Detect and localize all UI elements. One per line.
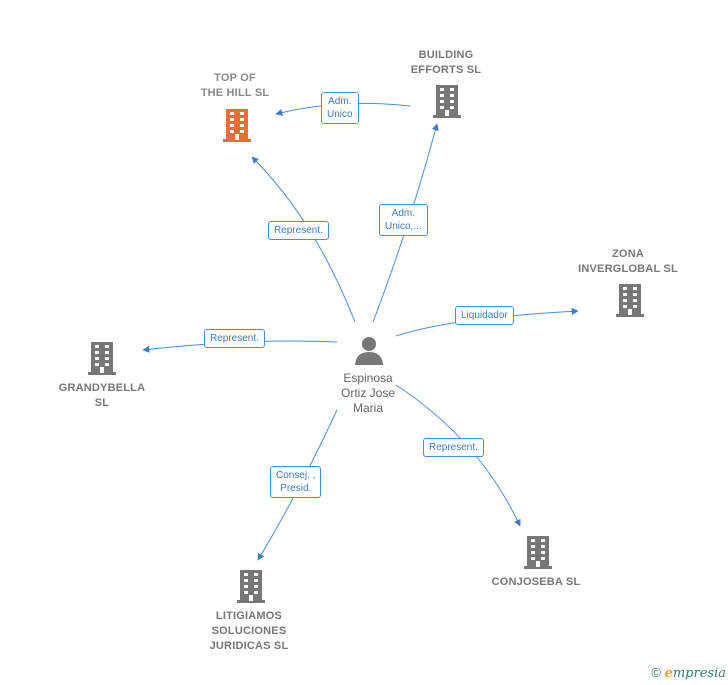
- company-label-litigiamos[interactable]: LITIGIAMOS SOLUCIONES JURIDICAS SL: [209, 610, 289, 652]
- brand-initial: e: [664, 666, 673, 681]
- edge-label-center-conjoseba: Represent.: [423, 438, 484, 457]
- building-icon[interactable]: [432, 84, 462, 118]
- center-person-label[interactable]: Espinosa Ortiz Jose Maria: [340, 371, 395, 415]
- edge-label-center-building-efforts: Adm. Unico,...: [379, 204, 428, 236]
- edge-label-center-grandybella: Represent.: [204, 329, 265, 348]
- building-icon[interactable]: [615, 283, 645, 317]
- building-icon[interactable]: [222, 108, 252, 142]
- copyright-symbol: ©: [651, 665, 661, 680]
- brand-name: empresia: [665, 666, 726, 681]
- company-label-building-efforts[interactable]: BUILDING EFFORTS SL: [410, 49, 482, 76]
- edge-label-center-litigiamos: Consej. , Presid.: [270, 466, 322, 498]
- company-label-zona-inverglobal[interactable]: ZONA INVERGLOBAL SL: [578, 248, 678, 275]
- edge-label-center-zona-inverglobal: Liquidador: [455, 306, 514, 325]
- company-label-conjoseba[interactable]: CONJOSEBA SL: [491, 576, 581, 588]
- person-icon[interactable]: [353, 334, 385, 366]
- edge-label-center-top-of-the-hill: Represent.: [268, 221, 329, 240]
- brand-watermark[interactable]: © empresia: [651, 665, 726, 681]
- building-icon[interactable]: [87, 341, 117, 375]
- building-icon[interactable]: [523, 535, 553, 569]
- company-label-grandybella[interactable]: GRANDYBELLA SL: [58, 382, 146, 409]
- company-label-top-of-the-hill[interactable]: TOP OF THE HILL SL: [200, 72, 270, 99]
- edge-label-building-efforts-top-of-the-hill: Adm. Unico: [321, 92, 359, 124]
- brand-rest: mpresia: [672, 666, 726, 681]
- building-icon[interactable]: [236, 569, 266, 603]
